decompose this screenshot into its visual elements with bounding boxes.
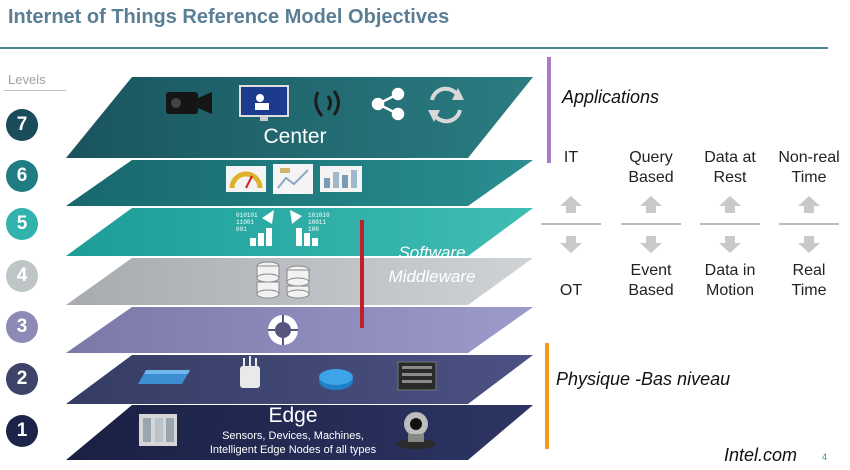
levels-label: Levels (8, 72, 46, 87)
video-camera-icon (166, 92, 212, 114)
software-label: Software (398, 243, 466, 262)
column-4-down-arrow-icon (798, 243, 820, 253)
edge-layer-label: Edge (268, 404, 318, 427)
level-badge-6: 6 (6, 160, 38, 192)
chart-report-icon (273, 164, 313, 194)
column-1-up-arrow-stem (566, 206, 576, 213)
column-2-up-arrow-stem (646, 206, 656, 213)
svg-text:100: 100 (308, 226, 319, 233)
column-2-divider (621, 223, 681, 225)
title-divider (0, 47, 828, 49)
svg-text:010101: 010101 (236, 212, 258, 219)
column-3-bottom-line2: Motion (705, 282, 755, 299)
routing-hub-icon (268, 315, 298, 345)
table-report-icon (320, 166, 362, 192)
phone-icon (314, 90, 340, 117)
router-icon (319, 369, 353, 390)
level-badge-2: 2 (6, 363, 38, 395)
column-2-top-line1: Query (629, 149, 673, 166)
access-point-icon (240, 356, 260, 388)
column-2-top-line2: Based (628, 169, 674, 186)
level-badge-3: 3 (6, 311, 38, 343)
switch-icon (138, 370, 190, 384)
column-4-up-arrow-icon (798, 196, 820, 206)
column-1-up-arrow-icon (560, 196, 582, 206)
column-2-up-arrow-icon (640, 196, 662, 206)
layer-3 (66, 307, 533, 353)
svg-text:001: 001 (236, 226, 247, 233)
data-up-chart-icon: 010101 11001 001 (236, 210, 274, 246)
edge-layer-subtitle-line2: Intelligent Edge Nodes of all types (209, 444, 377, 456)
column-3-up-arrow-icon (719, 196, 741, 206)
column-2-down-arrow-stem (646, 236, 656, 243)
page-title: Internet of Things Reference Model Objec… (8, 6, 450, 28)
gauge-dashboard-icon (226, 166, 266, 192)
center-layer-label: Center (263, 125, 327, 148)
middleware-bar (360, 220, 364, 328)
column-4-bottom-line1: Real (792, 262, 826, 279)
physique-bar (545, 343, 549, 449)
column-4-bottom-line2: Time (791, 282, 827, 299)
svg-text:10011: 10011 (308, 219, 326, 226)
camera-icon (396, 412, 436, 449)
level-badge-1: 1 (6, 415, 38, 447)
column-1-divider (541, 223, 601, 225)
layer-2 (66, 355, 533, 404)
edge-layer-subtitle-line1: Sensors, Devices, Machines, (222, 430, 364, 442)
column-4-top-line2: Time (791, 169, 827, 186)
column-3-divider (700, 223, 760, 225)
column-1-bottom-line2: OT (559, 282, 583, 299)
physique-label: Physique -Bas niveau (556, 369, 731, 389)
column-1-down-arrow-stem (566, 236, 576, 243)
column-1-down-arrow-icon (560, 243, 582, 253)
level-badge-7: 7 (6, 109, 38, 141)
monitor-icon (239, 85, 289, 121)
svg-text:101010: 101010 (308, 212, 330, 219)
applications-label: Applications (562, 87, 660, 107)
data-transform-chart-icon: 101010 10011 100 (290, 210, 330, 246)
svg-text:11001: 11001 (236, 219, 254, 226)
column-4-top-line1: Non-real (778, 149, 840, 166)
column-4-up-arrow-stem (804, 206, 814, 213)
server-rack-icon (397, 361, 437, 391)
column-3-up-arrow-stem (725, 206, 735, 213)
column-3-down-arrow-stem (725, 236, 735, 243)
column-4-down-arrow-stem (804, 236, 814, 243)
column-4-divider (779, 223, 839, 225)
column-3-bottom-line1: Data in (704, 262, 756, 279)
control-panel-icon (139, 414, 177, 446)
column-3-top-line2: Rest (713, 169, 747, 186)
column-1-top-line1: IT (563, 149, 579, 166)
column-3-top-line1: Data at (704, 149, 756, 166)
levels-divider (4, 90, 66, 91)
level-badge-5: 5 (6, 208, 38, 240)
sync-icon (428, 86, 464, 124)
column-3-down-arrow-icon (719, 243, 741, 253)
page-number: 4 (822, 452, 828, 462)
level-badge-4: 4 (6, 260, 38, 292)
applications-bar (547, 57, 551, 163)
database-icon (256, 261, 310, 299)
source-credit: Intel.com (724, 445, 798, 465)
column-2-bottom-line1: Event (630, 262, 672, 279)
middleware-label: Middleware (388, 267, 476, 286)
share-icon (371, 87, 405, 121)
column-2-down-arrow-icon (640, 243, 662, 253)
column-2-bottom-line2: Based (628, 282, 674, 299)
